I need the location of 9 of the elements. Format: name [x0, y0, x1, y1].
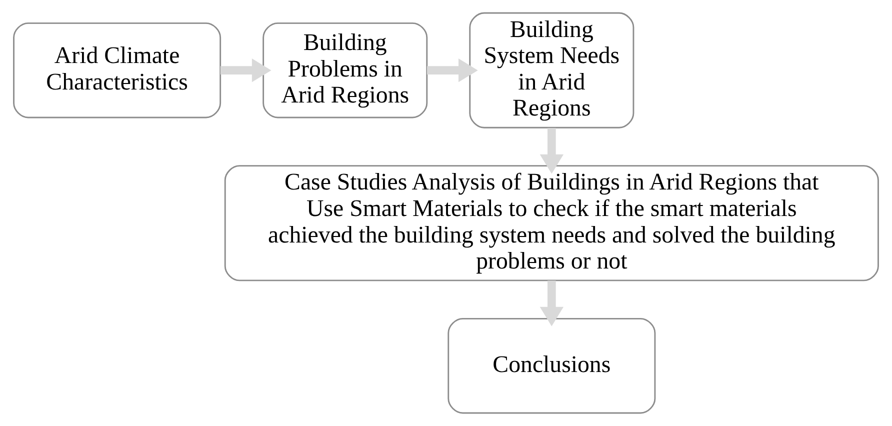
arrow	[540, 280, 564, 326]
arrow	[220, 58, 272, 82]
node-box: Building Problems in Arid Regions	[262, 22, 428, 118]
node-box: Building System Needs in Arid Regions	[469, 12, 634, 128]
arrow	[427, 58, 478, 82]
node-box: Arid Climate Characteristics	[13, 22, 222, 118]
arrow	[540, 128, 564, 174]
node-box: Conclusions	[448, 318, 656, 414]
node-box: Case Studies Analysis of Buildings in Arid Regions that Use Smart Materials to check if the smart materials achieved the building system needs and solved the building problems or not	[224, 165, 879, 282]
